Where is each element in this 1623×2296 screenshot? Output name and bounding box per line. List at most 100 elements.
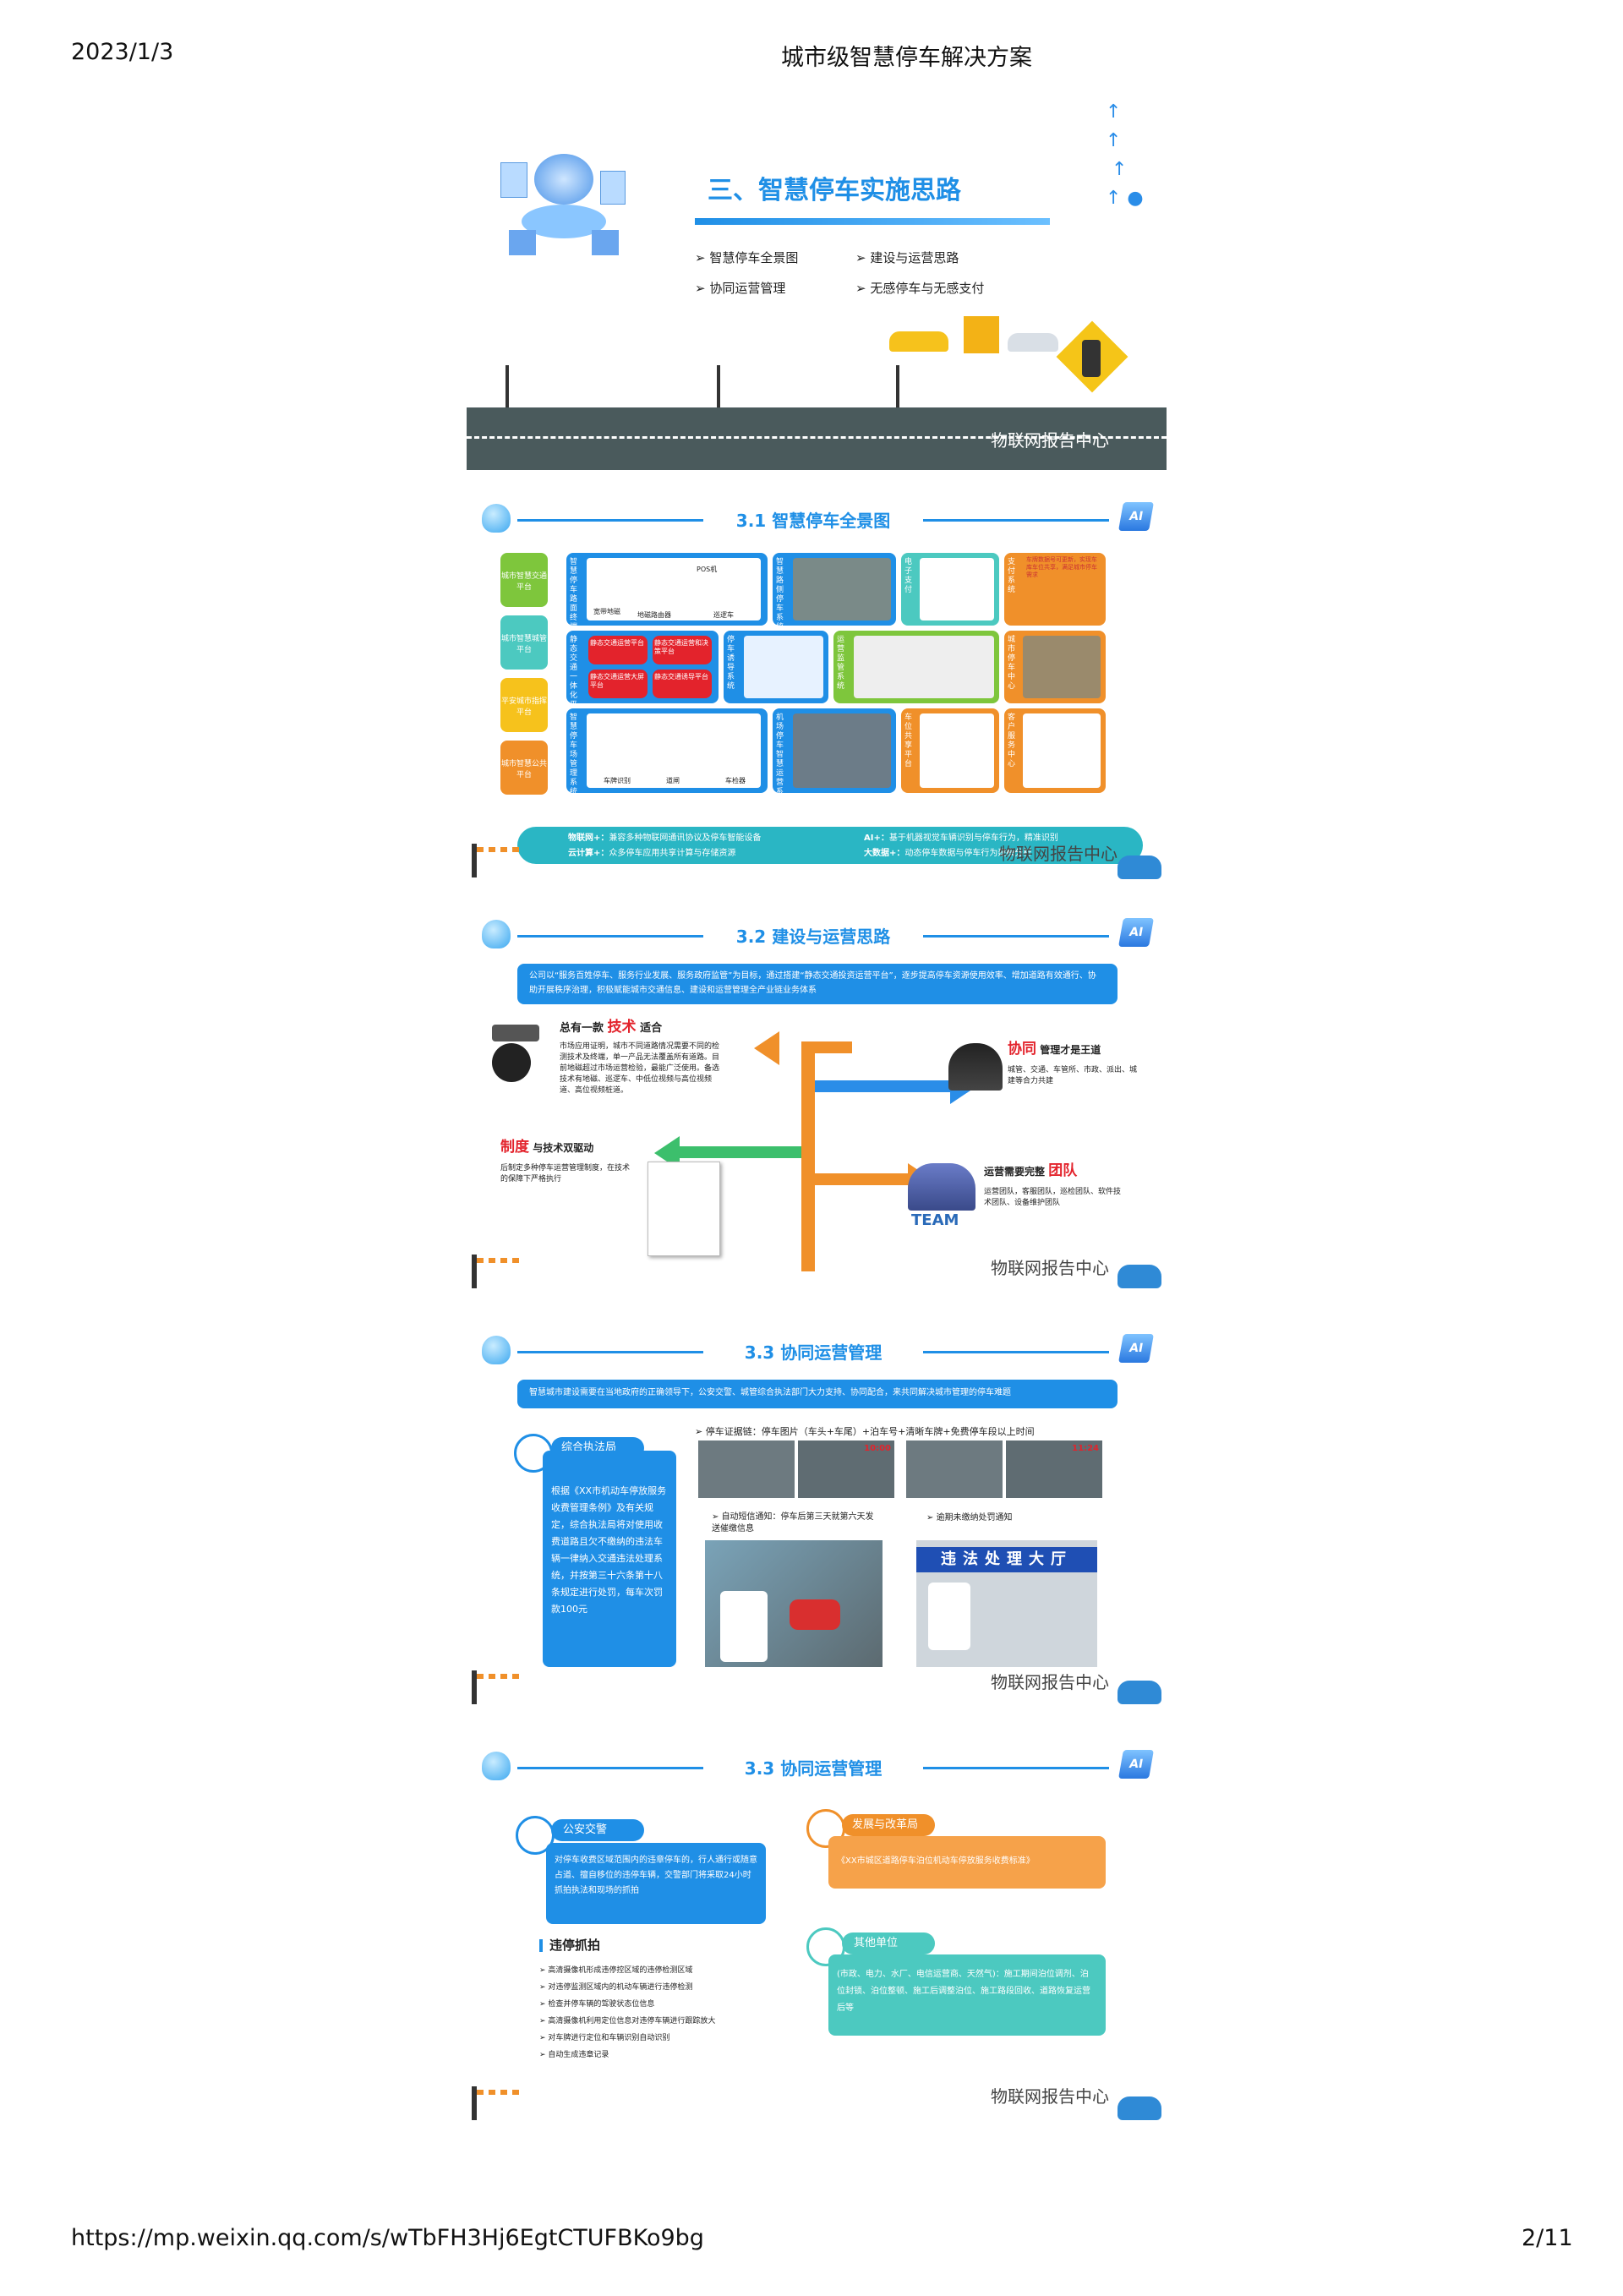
slide-panorama: 3.1 智慧停车全景图 AI 城市智慧交通平台 城市智慧城管平台 平安城市指挥平… — [467, 500, 1167, 886]
document-icon — [648, 1162, 720, 1256]
system-desc: 后制定多种停车运营管理制度，在技术的保障下严格执行 — [500, 1164, 631, 1184]
title-line — [517, 935, 703, 938]
slide-title: 3.3 协同运营管理 — [744, 1342, 883, 1363]
jellyfish-icon — [482, 504, 511, 533]
document-title: 城市级智慧停车解决方案 — [781, 45, 1032, 71]
watermark: 物联网报告中心 — [991, 1672, 1109, 1692]
traffic-light-icon — [1082, 340, 1101, 377]
slide-coop-enforcement: 3.3 协同运营管理 AI 智慧城市建设需要在当地政府的正确领导下，公安交警、城… — [467, 1332, 1167, 1718]
sms-notify: ➢ 自动短信通知：停车后第三天就第六天发送催缴信息 — [712, 1512, 874, 1533]
watermark: 物联网报告中心 — [991, 1258, 1109, 1278]
slide-title: 3.2 建设与运营思路 — [735, 927, 891, 947]
tech-desc: 市场应用证明，城市不同道路情况需要不同的检测技术及终端，单一产品无法覆盖所有道路… — [560, 1042, 720, 1095]
slide-coop-agencies: 3.3 协同运营管理 AI 公安交警 对停车收费区域范围内的违章停车的，行人通行… — [467, 1748, 1167, 2134]
watermark: 物联网报告中心 — [999, 844, 1118, 864]
evidence-chain: ➢ 停车证据链：停车图片（车头+车尾）+泊车号+清晰车牌+免费停车段以上时间 — [695, 1426, 1035, 1437]
car-icon — [1118, 1681, 1161, 1704]
parking-lot-photo — [705, 1540, 883, 1667]
street-lamp-icon — [896, 365, 899, 407]
source-url[interactable]: https://mp.weixin.qq.com/s/wTbFH3Hj6EgtC… — [71, 2225, 704, 2251]
watermark: 物联网报告中心 — [991, 2086, 1109, 2107]
evidence-photo: 11:24 — [1006, 1440, 1102, 1498]
handshake-icon — [948, 1043, 1003, 1091]
slide-section-title: 三、智慧停车实施思路 ➢ 智慧停车全景图 ➢ 建设与运营思路 ➢ 协同运营管理 … — [467, 95, 1167, 470]
car-icon — [1008, 333, 1058, 352]
page-number: 2/11 — [1522, 2225, 1573, 2251]
arrow-decoration: ↑↑ ↑↑ ● — [1106, 101, 1144, 209]
ai-badge: AI — [1118, 502, 1154, 531]
street-lamp-icon — [505, 365, 509, 407]
agenda-item: ➢ 智慧停车全景图 — [695, 250, 799, 265]
system-heading: 制度 与技术双驱动 — [500, 1139, 594, 1156]
system-panel: 城市停车中心 — [1004, 631, 1106, 703]
evidence-photo — [698, 1440, 795, 1498]
system-panel: 运营监管系统 — [833, 631, 999, 703]
ai-badge: AI — [1118, 1334, 1154, 1363]
system-panel: 静态交通一体化平台 静态交通运营平台 静态交通运营和决策平台 静态交通运营大屏平… — [566, 631, 719, 719]
tech-banner: 物联网+：兼容多种物联网通讯协议及停车智能设备 AI+：基于机器视觉车辆识别与停… — [517, 827, 1143, 864]
title-line — [517, 1351, 703, 1353]
tech-heading: 总有一款 技术 适合 — [560, 1019, 663, 1036]
slide-title: 3.1 智慧停车全景图 — [735, 511, 891, 531]
car-icon — [1118, 856, 1161, 879]
heading-underline — [695, 218, 1050, 225]
system-panel: 机场停车智慧运营系统 — [773, 708, 896, 806]
brain-illustration — [500, 145, 627, 264]
police-desc-box: 对停车收费区域范围内的违章停车的，行人通行或随意占道、擅自移位的违停车辆，交警部… — [546, 1843, 766, 1924]
dev-desc-box: 《XX市城区道路停车泊位机动车停放服务收费标准》 — [828, 1836, 1106, 1889]
barrier-gate-icon — [472, 1255, 522, 1288]
ai-badge: AI — [1118, 1750, 1154, 1779]
platform-tile: 城市智慧城管平台 — [500, 615, 548, 670]
system-panel: 智慧停车路面终端系统 宽带地磁 地磁路由器 POS机 巡逻车 — [566, 553, 768, 650]
agenda-item: ➢ 协同运营管理 — [695, 281, 786, 296]
platform-tile: 城市智慧公共平台 — [500, 741, 548, 795]
coop-heading: 协同 管理才是王道 — [1008, 1041, 1101, 1058]
agency-label: 公安交警 — [551, 1819, 644, 1841]
slide-strategy: 3.2 建设与运营思路 AI 公司以“服务百姓停车、服务行业发展、服务政府监管”… — [467, 916, 1167, 1302]
barrier-gate-icon — [472, 1670, 522, 1704]
agenda-item: ➢ 无感停车与无感支付 — [855, 281, 985, 296]
jellyfish-icon — [482, 920, 511, 948]
platform-tile: 城市智慧交通平台 — [500, 553, 548, 607]
jellyfish-icon — [482, 1752, 511, 1780]
road — [467, 407, 1167, 470]
title-line — [517, 1767, 703, 1769]
agenda-item: ➢ 建设与运营思路 — [855, 250, 959, 265]
car-icon — [1118, 2096, 1161, 2120]
title-line — [923, 519, 1109, 522]
system-panel: 停车诱导系统 — [724, 631, 828, 703]
title-line — [923, 1767, 1109, 1769]
title-line — [517, 519, 703, 522]
print-date: 2023/1/3 — [71, 39, 174, 65]
jellyfish-icon — [482, 1336, 511, 1364]
title-line — [923, 935, 1109, 938]
office-photo: 违法处理大厅 — [916, 1540, 1097, 1667]
team-heading: 运营需要完整 团队 — [984, 1162, 1078, 1179]
coop-desc: 城管、交通、车管所、市政、派出、城建等合力共建 — [1008, 1066, 1138, 1085]
car-icon — [889, 331, 948, 352]
camera-icon — [492, 1025, 539, 1041]
system-panel: 智慧停车场管理系统 车牌识别 道闸 车检器 — [566, 708, 768, 796]
section-heading: 三、智慧停车实施思路 — [708, 176, 961, 205]
evidence-photo: 10:00 — [798, 1440, 894, 1498]
agency-label: 发展与改革局 — [842, 1814, 935, 1836]
barrier-gate-icon — [472, 2086, 522, 2120]
title-line — [923, 1351, 1109, 1353]
system-panel: 客户服务中心 — [1004, 708, 1106, 793]
system-panel: 支付系统 车牌数据号可更新，实现车库车位共享，满足城市停车需求 — [1004, 553, 1106, 626]
system-panel: 车位共享平台 — [901, 708, 999, 793]
car-icon — [1118, 1265, 1161, 1288]
street-lamp-icon — [717, 365, 720, 407]
agency-label: 其他单位 — [842, 1932, 935, 1954]
sensor-icon — [492, 1043, 531, 1082]
law-text-box: 根据《XX市机动车停放服务收费管理条例》及有关规定，综合执法局将对使用收费道路且… — [543, 1451, 676, 1667]
system-panel: 智慧路侧停车系统 — [773, 553, 896, 631]
watermark: 物联网报告中心 — [991, 430, 1109, 451]
intro-box: 智慧城市建设需要在当地政府的正确领导下，公安交警、城管综合执法部门大力支持、协同… — [517, 1380, 1118, 1408]
system-panel: 电子支付 — [901, 553, 999, 626]
slide-title: 3.3 协同运营管理 — [744, 1758, 883, 1779]
intro-box: 公司以“服务百姓停车、服务行业发展、服务政府监管”为目标，通过搭建“静态交通投资… — [517, 964, 1118, 1004]
other-desc-box: (市政、电力、水厂、电信运营商、天然气)：施工期间泊位调剂、泊位封锁、泊位整顿、… — [828, 1954, 1106, 2036]
team-word: TEAM — [911, 1211, 959, 1229]
barrier-gate-icon — [472, 844, 522, 877]
